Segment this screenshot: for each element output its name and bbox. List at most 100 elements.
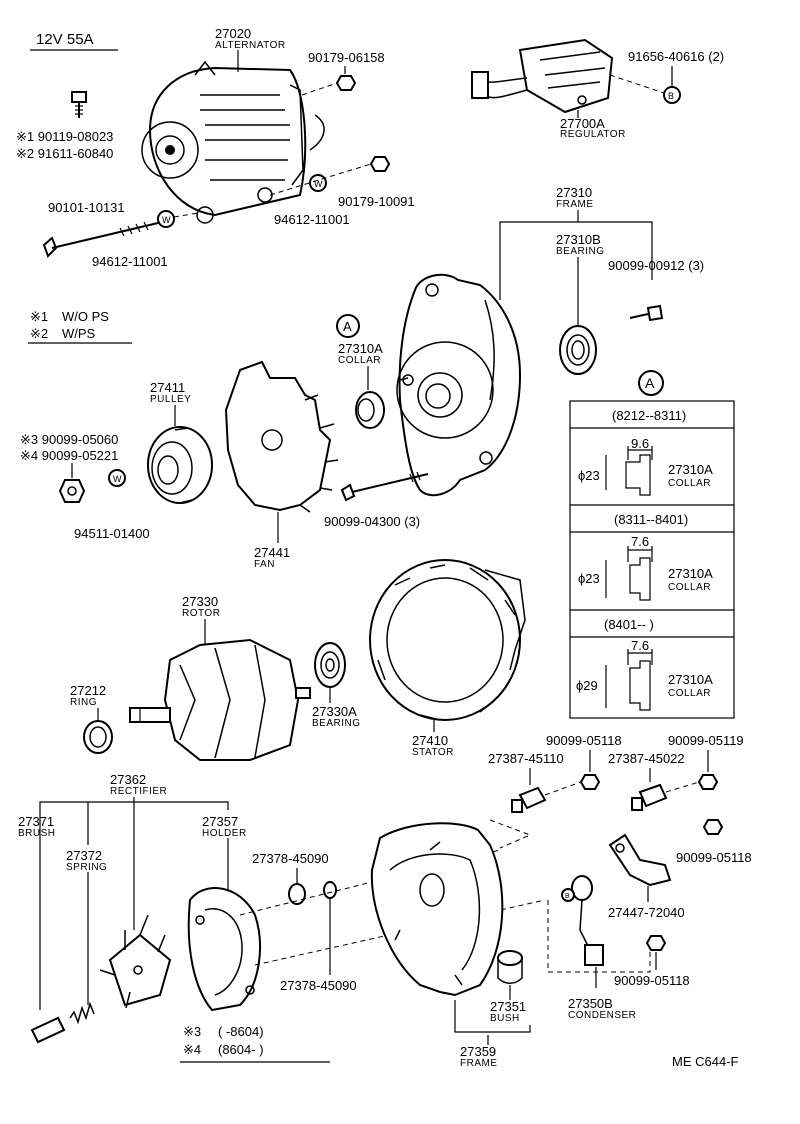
nut5-part-number: 90099-05118 (546, 733, 622, 748)
alternator-illustration (141, 60, 325, 224)
longbolt-icon (42, 221, 159, 258)
diagram-title: 12V 55A (36, 31, 94, 48)
plate-icon (608, 833, 672, 887)
table-row1-width: 9.6 (631, 436, 649, 451)
collar-part-number: 27310A (338, 341, 383, 356)
frame-illustration (396, 273, 522, 497)
table-row2-part: 27310A (668, 566, 713, 581)
rotor-bearing-part-name: BEARING (312, 718, 361, 729)
rectifier-part-name: RECTIFIER (110, 786, 167, 797)
svg-text:W: W (314, 179, 323, 189)
frame-part-number: 27310 (556, 185, 592, 200)
collar-part-name: COLLAR (338, 355, 381, 366)
ring-part-name: RING (70, 697, 97, 708)
footnote3-mark: ※3 (183, 1024, 201, 1039)
longbolt-part-number: 90101-10131 (48, 200, 125, 215)
alternator-part-number: 27020 (215, 26, 251, 41)
table-row1-range: (8212--8311) (612, 408, 686, 423)
collar-icon (355, 391, 385, 429)
rotor-bearing-part-number: 27330A (312, 704, 357, 719)
collar-variant3-drawing (605, 649, 653, 711)
plate-part-number: 27447-72040 (608, 905, 685, 920)
regulator-part-number: 27700A (560, 116, 605, 131)
fan-illustration (224, 360, 339, 513)
bush-part-number: 27351 (490, 999, 526, 1014)
rotor-part-number: 27330 (182, 594, 218, 609)
svg-text:B: B (668, 91, 674, 101)
footnote1-text: W/O PS (62, 309, 109, 324)
regulator-screw-part-number: 91656-40616 (2) (628, 49, 724, 64)
nut8-icon (645, 935, 667, 951)
brush-part-name: BRUSH (18, 828, 56, 839)
svg-text:W: W (162, 215, 171, 225)
svg-text:A: A (343, 319, 352, 334)
bush-icon (497, 950, 523, 984)
nut4-part-number: ※4 90099-05221 (20, 448, 118, 463)
bearing-part-name: BEARING (556, 246, 605, 257)
svg-text:B: B (565, 893, 570, 900)
spring-part-name: SPRING (66, 862, 107, 873)
bearing-icon (559, 325, 597, 375)
table-row2-name: COLLAR (668, 582, 711, 593)
holder-part-name: HOLDER (202, 828, 247, 839)
regulator-illustration (471, 38, 614, 114)
svg-text:W: W (113, 474, 122, 484)
washer3-w-icon (108, 469, 126, 487)
table-row3-name: COLLAR (668, 688, 711, 699)
footnote1-mark: ※1 (30, 309, 48, 324)
footnote2-mark: ※2 (30, 326, 48, 341)
screw-icon (629, 304, 664, 322)
pulley-part-number: 27411 (150, 380, 185, 395)
nut6-part-number: 90099-05119 (668, 733, 744, 748)
footnote4-mark: ※4 (183, 1042, 201, 1057)
pulley-icon (147, 426, 213, 504)
table-a-marker (638, 370, 664, 396)
rear-frame-bracket (454, 1000, 531, 1033)
condenser-icon (571, 875, 604, 966)
bolt1-icon (71, 91, 87, 118)
insulator1-icon (288, 883, 306, 905)
ring-icon (83, 720, 113, 754)
washer3-part-number: 94511-01400 (74, 526, 150, 541)
holder-part-number: 27357 (202, 814, 238, 829)
nut6-icon (697, 774, 719, 790)
nut2-part-number: 90179-10091 (338, 194, 415, 209)
rotor-illustration (129, 638, 311, 761)
footnote3-text: ( -8604) (218, 1024, 264, 1039)
bolt2-part-number: ※2 91611-60840 (16, 146, 113, 161)
frame-bracket (499, 221, 653, 300)
table-row1-diameter: ϕ23 (578, 468, 600, 483)
frame-part-name: FRAME (556, 199, 594, 210)
spring-icon (69, 1001, 95, 1025)
insulator2-icon (323, 881, 337, 899)
condenser-b-marker (561, 888, 575, 902)
rotor-part-name: ROTOR (182, 608, 220, 619)
footnote2-text: W/PS (62, 326, 96, 341)
washer2-part-number: 94612-11001 (92, 254, 168, 269)
term2-part-number: 27387-45022 (608, 751, 685, 766)
collar-variant1-drawing (605, 446, 653, 496)
insulator2-part-number: 27378-45090 (280, 978, 357, 993)
spring-part-number: 27372 (66, 848, 102, 863)
nut1-icon (335, 75, 357, 91)
nut7-part-number: 90099-05118 (676, 850, 752, 865)
term1-icon (511, 786, 547, 813)
table-row2-diameter: ϕ23 (578, 571, 600, 586)
condenser-part-number: 27350B (568, 996, 613, 1011)
collar-variant2-drawing (605, 546, 653, 601)
svg-text:A: A (645, 375, 655, 391)
rear-frame-part-name: FRAME (460, 1058, 498, 1069)
footnote4-text: (8604- ) (218, 1042, 264, 1057)
stator-part-number: 27410 (412, 733, 448, 748)
rectifier-part-number: 27362 (110, 772, 146, 787)
term1-part-number: 27387-45110 (488, 751, 564, 766)
table-row1-part: 27310A (668, 462, 713, 477)
rotor-bearing-icon (314, 642, 346, 688)
pulley-part-name: PULLEY (150, 394, 191, 405)
screw-part-number: 90099-00912 (3) (608, 258, 704, 273)
brush-part-number: 27371 (18, 814, 54, 829)
table-row1-name: COLLAR (668, 478, 711, 489)
nut8-part-number: 90099-05118 (614, 973, 690, 988)
washer1-part-number: 94612-11001 (274, 212, 350, 227)
